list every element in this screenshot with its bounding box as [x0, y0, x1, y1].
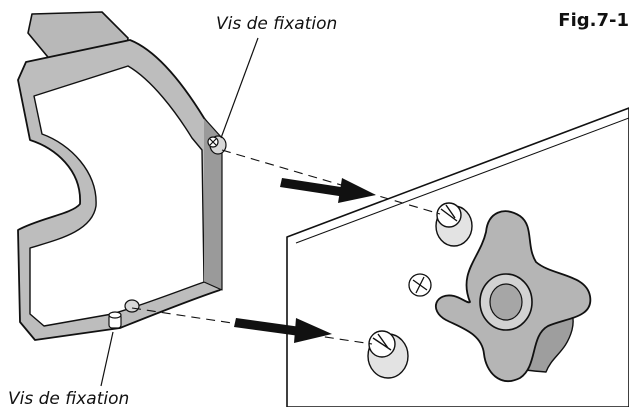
direction-arrow-top	[280, 178, 376, 203]
cover-screw-bottom	[108, 311, 122, 329]
leader-lines	[100, 37, 259, 387]
chassis-screw	[408, 273, 432, 297]
figure-number: Fig.7-1	[558, 10, 629, 31]
screw-callout-bottom: Vis de fixation	[8, 389, 130, 409]
mounting-post-bottom	[367, 330, 409, 379]
mounting-post-top	[435, 202, 473, 247]
cover-screw-top	[207, 136, 219, 148]
direction-arrow-bottom	[234, 318, 332, 343]
chassis-panel	[286, 107, 629, 407]
star-knob	[434, 210, 592, 382]
side-cover	[17, 11, 227, 341]
screw-callout-top: Vis de fixation	[216, 14, 338, 34]
